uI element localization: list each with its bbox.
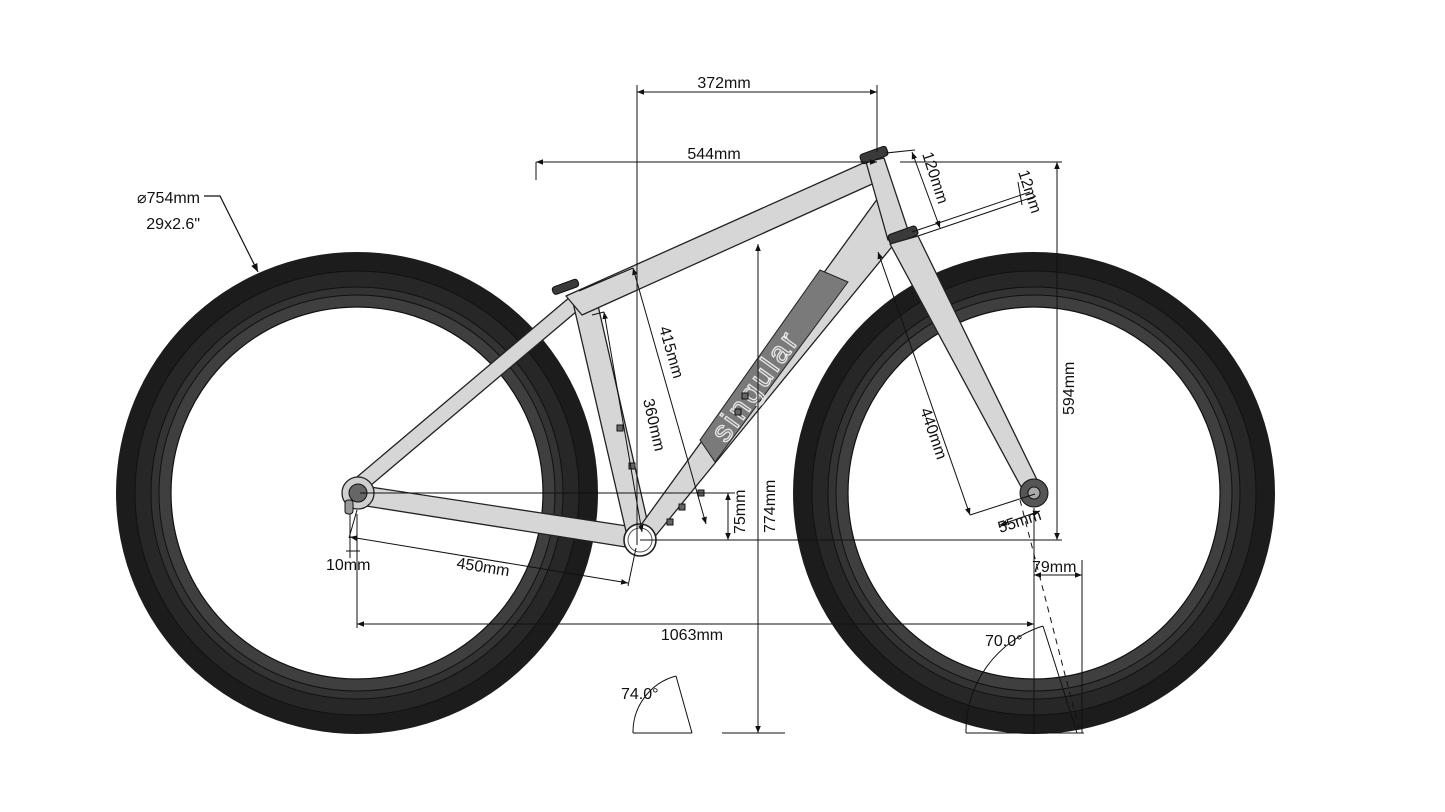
- dim-fork-length: [877, 251, 971, 516]
- label-wheelbase: 1063mm: [661, 627, 723, 644]
- tire-size-label: 29x2.6": [146, 216, 200, 233]
- seat-angle-arc: [632, 675, 677, 734]
- label-head-tube: 120mm: [918, 150, 951, 206]
- boss: [666, 518, 674, 526]
- label-seat-tube-ctt: 415mm: [655, 324, 686, 380]
- brand-logo: singular: [705, 324, 807, 448]
- dimension-lines: [204, 85, 1084, 734]
- boss: [734, 408, 742, 416]
- dim-fork-offset: [999, 510, 1041, 526]
- dim-seat-tube-cc: [602, 311, 644, 533]
- label-top-tube: 372mm: [697, 75, 750, 92]
- dim-seat-tube-ctt: [632, 267, 707, 525]
- label-trail: 79mm: [1032, 559, 1076, 576]
- dim-chainstay: [349, 535, 629, 585]
- seat-collar: [551, 278, 580, 295]
- label-seat-tube-cc: 360mm: [639, 397, 668, 453]
- dim-headset-stack: [1017, 181, 1023, 206]
- steering-axis: [1019, 499, 1081, 734]
- label-bb-drop: 75mm: [732, 490, 749, 534]
- dim-head-tube: [911, 151, 941, 229]
- label-reach-total: 544mm: [687, 146, 740, 163]
- derailleur-hanger: [344, 499, 354, 515]
- boss: [678, 503, 686, 511]
- boss: [616, 424, 624, 432]
- boss: [741, 392, 749, 400]
- wheel-leader: [204, 195, 259, 273]
- wheel-diameter-label: ⌀754mm: [137, 190, 200, 207]
- label-dropout: 10mm: [326, 557, 370, 574]
- label-headset-stack: 12mm: [1014, 168, 1044, 216]
- label-head-angle: 70.0°: [985, 633, 1023, 650]
- label-stack: 594mm: [1061, 362, 1078, 415]
- label-standover: 774mm: [762, 480, 779, 533]
- head-angle-arc: [965, 625, 1044, 734]
- label-seat-angle: 74.0°: [621, 686, 659, 703]
